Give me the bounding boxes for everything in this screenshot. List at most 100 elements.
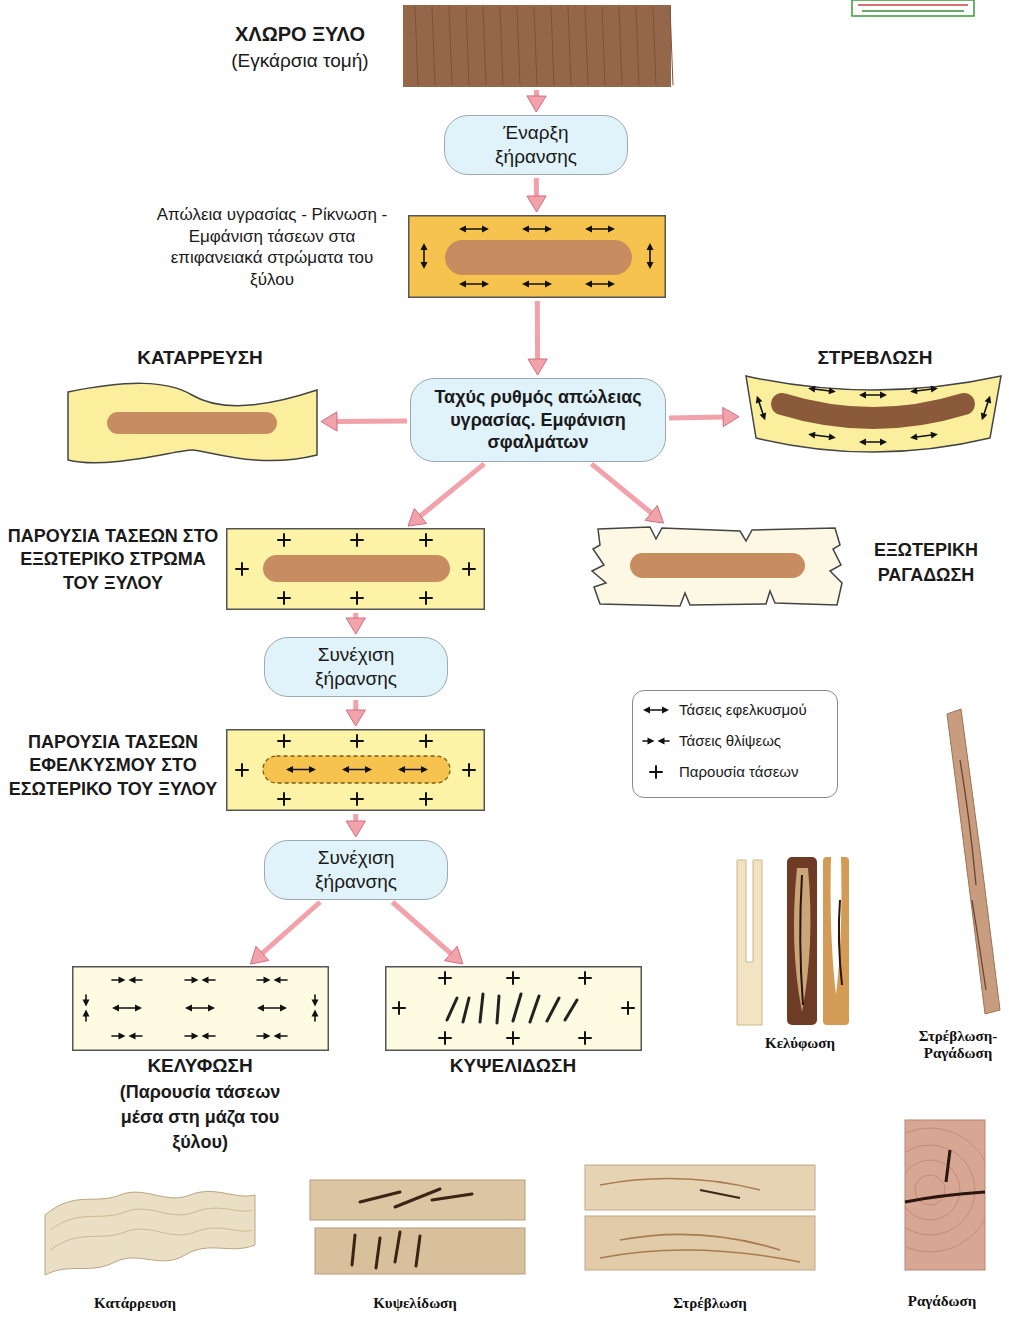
board bbox=[585, 1165, 815, 1210]
section-drawing bbox=[742, 374, 1005, 455]
section-drawing bbox=[226, 729, 485, 811]
arrow-shaft bbox=[261, 902, 320, 955]
grain bbox=[600, 1179, 800, 1262]
wood-section: ΠΑΡΟΥΣΙΑ ΤΑΣΕΩΝ ΕΦΕΛΚΥΣΜΟΥ ΣΤΟ ΕΣΩΤΕΡΙΚΟ… bbox=[226, 729, 485, 811]
crack bbox=[839, 900, 842, 985]
logo-line bbox=[862, 10, 964, 12]
photo-caption: Κυψελίδωση bbox=[345, 1295, 485, 1312]
flow-arrow bbox=[669, 407, 739, 426]
arrow-head bbox=[346, 618, 365, 634]
arrow-head bbox=[445, 946, 463, 964]
arrow-head bbox=[645, 506, 663, 524]
honeycomb-photo bbox=[310, 1180, 525, 1274]
fork-gap bbox=[794, 868, 810, 1012]
crack bbox=[905, 1150, 985, 1202]
check-photo bbox=[868, 1120, 992, 1270]
section-heading: ΧΛΩΡΟ ΞΥΛΟ bbox=[200, 22, 400, 46]
process-pill: Έναρξη ξήρανσης bbox=[444, 115, 628, 175]
arrow-head bbox=[346, 821, 365, 837]
photo-caption: Στρέβλωση- Ραγάδωση bbox=[912, 1028, 1004, 1063]
process-text: Συνέχιση ξήρανσης bbox=[286, 846, 426, 894]
section-drawing bbox=[72, 966, 329, 1051]
wood-section: ΚΕΛΥΦΩΣΗ(Παρουσία τάσεων μέσα στη μάζα τ… bbox=[72, 966, 329, 1051]
flow-arrow bbox=[346, 700, 365, 726]
wood-section: ΚΥΨΕΛΙΔΩΣΗ bbox=[385, 966, 642, 1051]
flow-arrow bbox=[346, 814, 365, 837]
process-text: Ταχύς ρυθμός απώλειας υγρασίας. Εμφάνιση… bbox=[428, 386, 648, 454]
logo-line bbox=[858, 4, 968, 6]
stick bbox=[947, 709, 1000, 1014]
arrow-shaft bbox=[592, 464, 653, 514]
fork-sample bbox=[737, 860, 762, 1025]
grain bbox=[50, 1228, 252, 1250]
flow-arrow bbox=[527, 178, 546, 212]
section-drawing bbox=[590, 525, 843, 608]
legend-item: Παρουσία τάσεων bbox=[641, 763, 799, 780]
logo-frame bbox=[852, 0, 974, 16]
process-text: Έναρξη ξήρανσης bbox=[466, 121, 606, 169]
legend-item: Τάσεις εφελκυσμού bbox=[641, 701, 807, 718]
crack bbox=[700, 1190, 740, 1198]
legend-sample bbox=[641, 733, 671, 749]
fork-gap bbox=[831, 857, 842, 995]
section-note: (Εγκάρσια τομή) bbox=[200, 50, 400, 73]
photo-caption: Στρέβλωση bbox=[640, 1295, 780, 1312]
section-note: (Παρουσία τάσεων μέσα στη μάζα του ξύλου… bbox=[100, 1080, 300, 1156]
section-heading: ΚΑΤΑΡΡΕΥΣΗ bbox=[100, 347, 300, 370]
section-drawing bbox=[408, 215, 666, 298]
arrow-head bbox=[527, 196, 546, 212]
arrow-head bbox=[528, 359, 547, 375]
fork-sample bbox=[787, 857, 817, 1025]
logo-badge bbox=[852, 0, 974, 16]
wood-section: ΣΤΡΕΒΛΩΣΗ bbox=[742, 374, 1005, 455]
photo-caption: Κατάρρευση bbox=[65, 1295, 205, 1312]
warped-stick-photo bbox=[947, 709, 1000, 1014]
board bbox=[45, 1191, 255, 1275]
legend-sample bbox=[641, 764, 671, 780]
legend-box: Τάσεις εφελκυσμούΤάσεις θλίψεωςΠαρουσία … bbox=[632, 690, 838, 798]
board bbox=[315, 1228, 525, 1274]
process-pill: Ταχύς ρυθμός απώλειας υγρασίας. Εμφάνιση… bbox=[410, 378, 666, 462]
grain bbox=[50, 1208, 252, 1230]
flow-arrow bbox=[346, 613, 365, 634]
block bbox=[905, 1120, 985, 1270]
arrow-shaft bbox=[419, 464, 484, 517]
crack bbox=[800, 875, 803, 1005]
flow-arrow bbox=[528, 301, 547, 375]
arrow-shaft bbox=[534, 178, 539, 198]
arrow-head bbox=[723, 407, 739, 426]
collapse-photo bbox=[45, 1191, 255, 1275]
flow-arrow bbox=[392, 902, 463, 964]
process-pill: Συνέχιση ξήρανσης bbox=[264, 840, 448, 900]
crack bbox=[360, 1189, 472, 1207]
wood-section: Απώλεια υγρασίας - Ρίκνωση - Εμφάνιση τά… bbox=[408, 215, 666, 298]
arrow-head bbox=[527, 96, 546, 112]
crack bbox=[972, 900, 986, 990]
arrow-shaft bbox=[392, 902, 452, 955]
section-drawing bbox=[403, 5, 671, 87]
board bbox=[310, 1180, 525, 1220]
flow-arrow bbox=[321, 412, 407, 431]
flow-arrow bbox=[408, 464, 484, 526]
wood-section: ΚΑΤΑΡΡΕΥΣΗ bbox=[67, 380, 318, 465]
arrow-head bbox=[321, 412, 337, 431]
legend-item: Τάσεις θλίψεως bbox=[641, 732, 781, 749]
wood-section: ΕΞΩΤΕΡΙΚΗ ΡΑΓΑΔΩΣΗ bbox=[590, 525, 843, 608]
crack bbox=[960, 760, 976, 885]
section-drawing bbox=[385, 966, 642, 1051]
photo-caption: Κελύφωση bbox=[750, 1035, 850, 1052]
arrow-shaft bbox=[669, 417, 725, 418]
legend-text: Τάσεις θλίψεως bbox=[679, 732, 781, 749]
arrow-shaft bbox=[335, 418, 407, 424]
process-text: Συνέχιση ξήρανσης bbox=[286, 643, 426, 691]
section-heading: ΣΤΡΕΒΛΩΣΗ bbox=[785, 347, 965, 370]
case-hardening-photo bbox=[737, 857, 849, 1025]
wood-section: ΠΑΡΟΥΣΙΑ ΤΑΣΕΩΝ ΣΤΟ ΕΞΩΤΕΡΙΚΟ ΣΤΡΩΜΑ ΤΟΥ… bbox=[226, 528, 485, 610]
growth-rings bbox=[905, 1128, 985, 1252]
section-heading: ΚΥΨΕΛΙΔΩΣΗ bbox=[413, 1055, 613, 1078]
arrow-head bbox=[251, 946, 269, 964]
section-heading: ΚΕΛΥΦΩΣΗ bbox=[100, 1055, 300, 1078]
crack bbox=[352, 1232, 420, 1268]
legend-text: Τάσεις εφελκυσμού bbox=[679, 701, 807, 718]
